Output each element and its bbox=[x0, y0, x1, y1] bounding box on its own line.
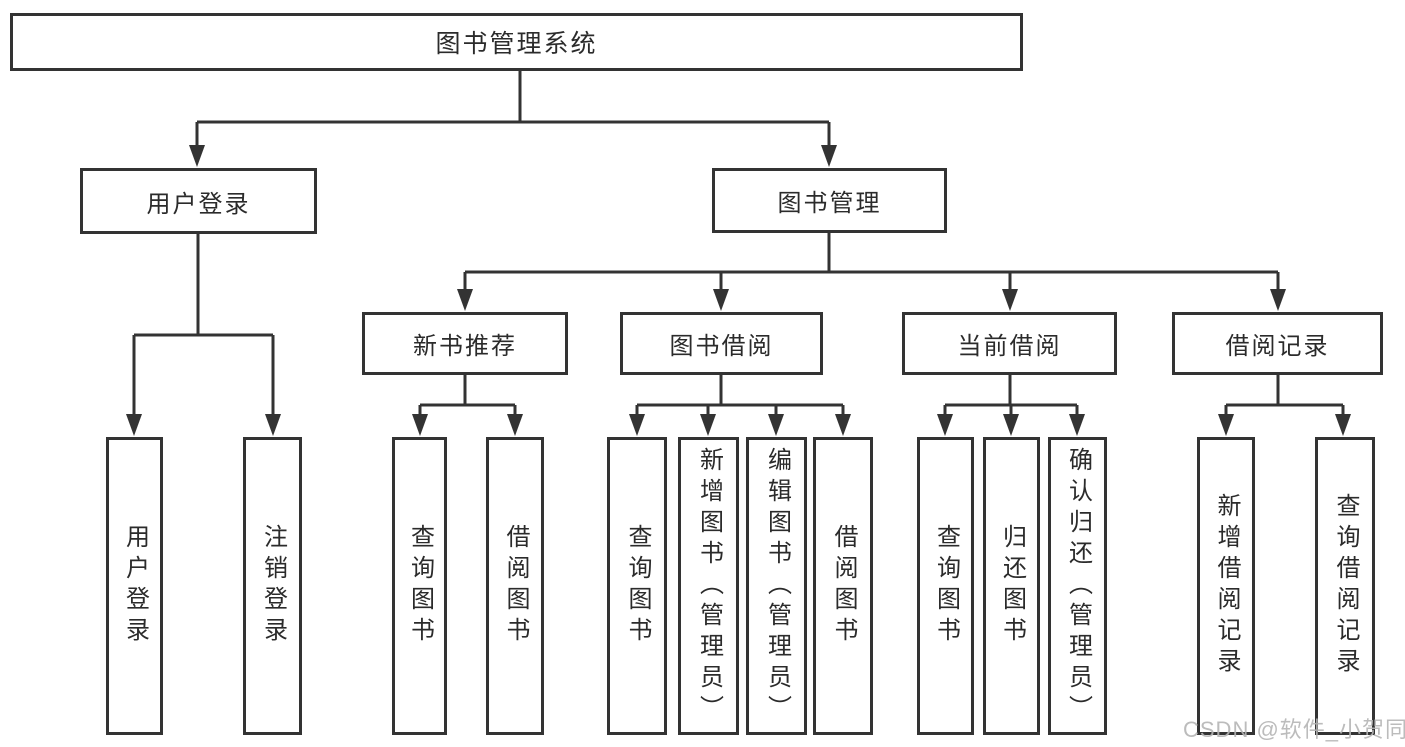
node-leaf-query-books-borrowing-label: 查询图书 bbox=[624, 524, 651, 648]
node-leaf-query-books-current: 查询图书 bbox=[917, 437, 974, 735]
node-leaf-query-borrow-record: 查询借阅记录 bbox=[1315, 437, 1375, 735]
node-leaf-add-borrow-record-label: 新增借阅记录 bbox=[1213, 493, 1240, 679]
node-leaf-borrow-books-recommend: 借阅图书 bbox=[486, 437, 544, 735]
node-book-management-branch-label: 图书管理 bbox=[777, 190, 882, 217]
node-leaf-add-borrow-record: 新增借阅记录 bbox=[1197, 437, 1255, 735]
node-borrow-records: 借阅记录 bbox=[1172, 312, 1383, 375]
node-user-login-branch-label: 用户登录 bbox=[146, 190, 251, 218]
node-leaf-query-books-current-label: 查询图书 bbox=[932, 524, 960, 648]
node-root-system: 图书管理系统 bbox=[10, 13, 1023, 71]
node-leaf-return-books-label: 归还图书 bbox=[998, 524, 1026, 648]
node-user-login-branch: 用户登录 bbox=[80, 168, 317, 234]
node-leaf-confirm-return-admin-label: 确认归还（管理员） bbox=[1064, 446, 1092, 726]
node-leaf-query-books-recommend-label: 查询图书 bbox=[406, 524, 434, 648]
node-leaf-user-login-label: 用户登录 bbox=[121, 524, 149, 648]
node-leaf-borrow-books: 借阅图书 bbox=[813, 437, 873, 735]
node-leaf-add-books-admin-label: 新增图书（管理员） bbox=[695, 446, 723, 726]
node-current-borrowing: 当前借阅 bbox=[902, 312, 1117, 375]
node-leaf-query-books-recommend: 查询图书 bbox=[392, 437, 447, 735]
node-leaf-add-books-admin: 新增图书（管理员） bbox=[678, 437, 739, 735]
csdn-watermark: CSDN @软件_小贺同学 bbox=[1183, 717, 1405, 742]
node-book-borrowing-label: 图书借阅 bbox=[669, 333, 774, 360]
node-leaf-edit-books-admin: 编辑图书（管理员） bbox=[746, 437, 807, 735]
node-book-borrowing: 图书借阅 bbox=[620, 312, 823, 375]
node-leaf-query-borrow-record-label: 查询借阅记录 bbox=[1332, 493, 1359, 679]
node-borrow-records-label: 借阅记录 bbox=[1225, 333, 1330, 360]
node-leaf-borrow-books-recommend-label: 借阅图书 bbox=[502, 524, 529, 648]
node-leaf-borrow-books-label: 借阅图书 bbox=[830, 524, 857, 648]
node-leaf-edit-books-admin-label: 编辑图书（管理员） bbox=[763, 446, 791, 726]
node-book-management-branch: 图书管理 bbox=[712, 168, 947, 233]
node-current-borrowing-label: 当前借阅 bbox=[957, 333, 1062, 360]
node-new-book-recommend-label: 新书推荐 bbox=[413, 333, 517, 360]
node-new-book-recommend: 新书推荐 bbox=[362, 312, 568, 375]
node-leaf-confirm-return-admin: 确认归还（管理员） bbox=[1048, 437, 1107, 735]
node-leaf-logout: 注销登录 bbox=[243, 437, 302, 735]
node-leaf-query-books-borrowing: 查询图书 bbox=[607, 437, 667, 735]
node-leaf-logout-label: 注销登录 bbox=[259, 524, 287, 648]
node-root-label: 图书管理系统 bbox=[435, 30, 598, 58]
node-leaf-user-login: 用户登录 bbox=[106, 437, 163, 735]
node-leaf-return-books: 归还图书 bbox=[983, 437, 1040, 735]
